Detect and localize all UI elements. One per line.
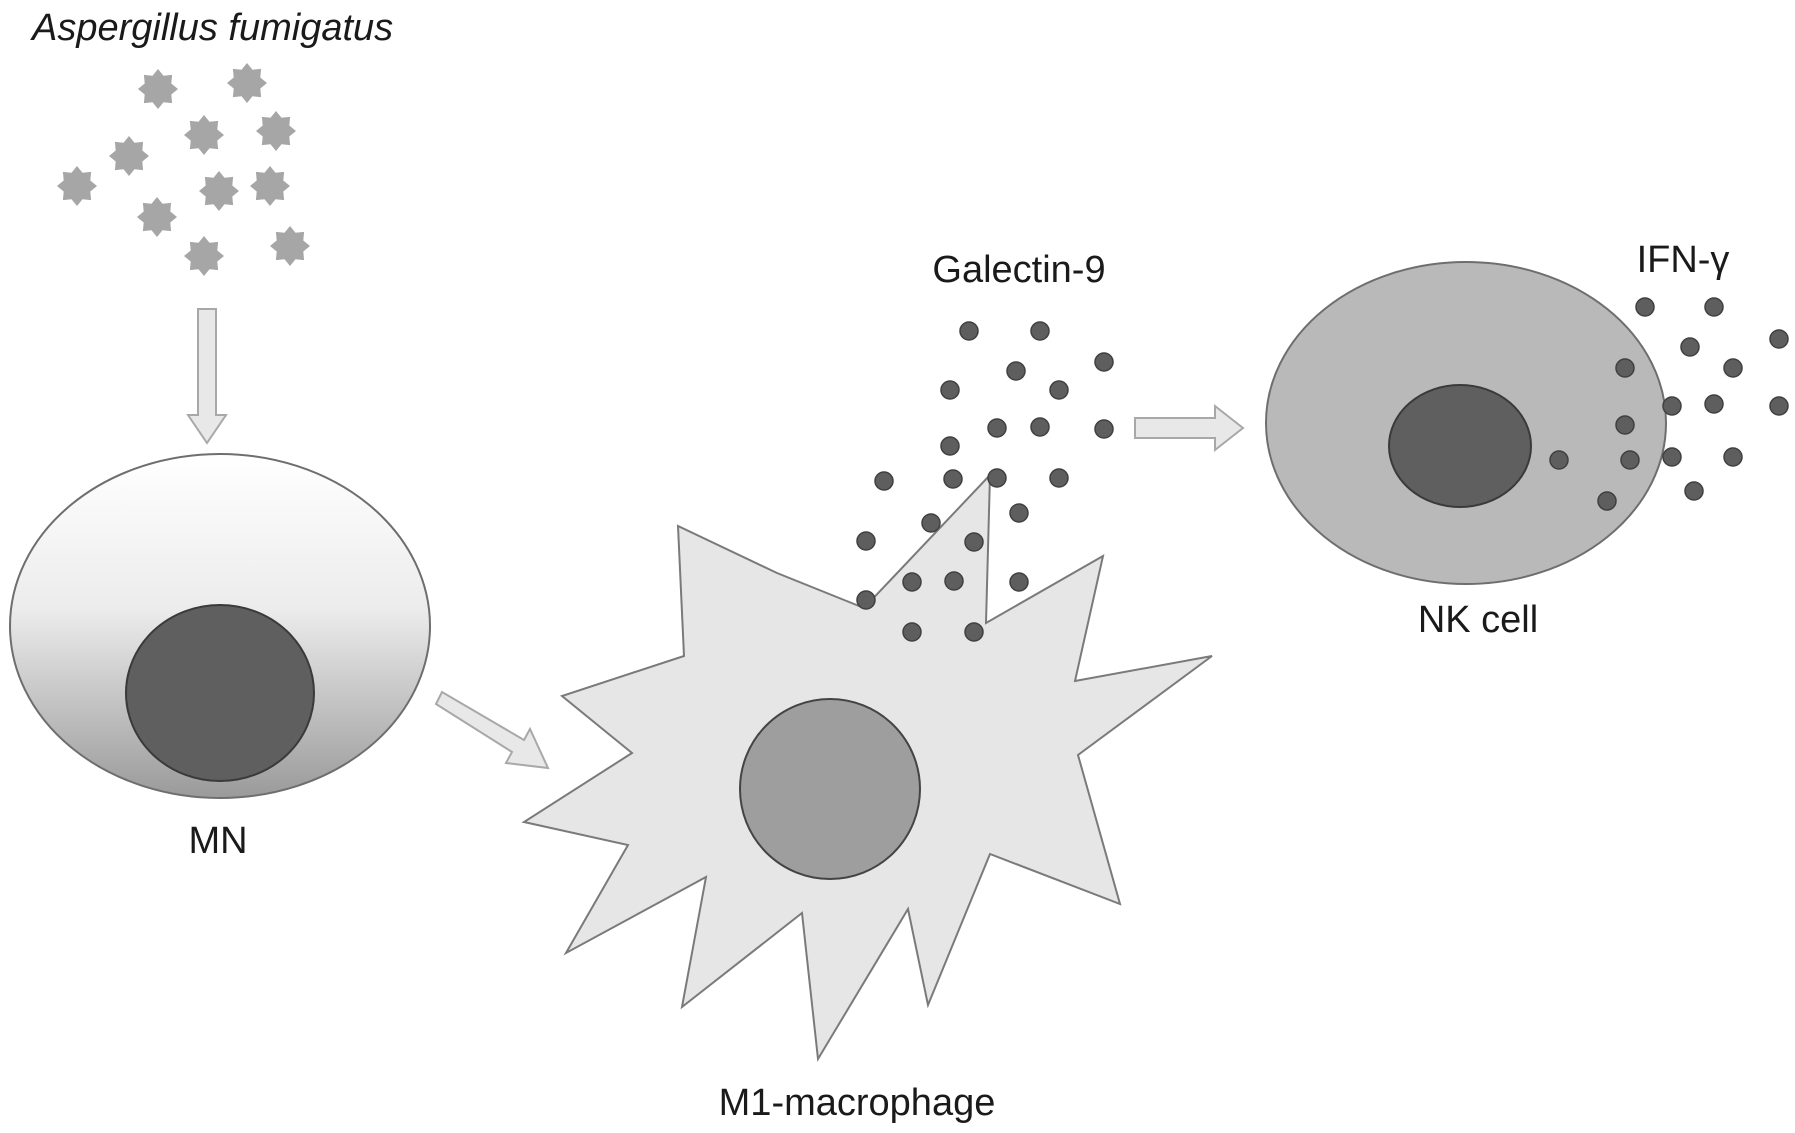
spore-icon xyxy=(256,111,296,151)
galectin-9-molecule xyxy=(964,622,984,642)
ifn-gamma-molecules xyxy=(1549,297,1789,511)
spore-icon xyxy=(184,115,224,155)
nk-nucleus xyxy=(1388,384,1532,508)
m1-macrophage-label: M1-macrophage xyxy=(719,1082,996,1124)
galectin-9-molecule xyxy=(944,571,964,591)
ifn-gamma-molecule xyxy=(1549,450,1569,470)
ifn-gamma-molecule xyxy=(1684,481,1704,501)
galectin-9-molecule xyxy=(987,468,1007,488)
spore-icon xyxy=(250,166,290,206)
nk-cell-label: NK cell xyxy=(1418,599,1538,641)
galectin-9-molecule xyxy=(943,469,963,489)
mn-nucleus xyxy=(125,604,315,782)
ifn-gamma-molecule xyxy=(1615,415,1635,435)
galectin-9-molecule xyxy=(1006,361,1026,381)
ifn-gamma-molecule xyxy=(1704,394,1724,414)
spore-icon xyxy=(109,136,149,176)
galectin-9-molecule xyxy=(1030,321,1050,341)
spore-icon xyxy=(199,171,239,211)
ifn-gamma-molecule xyxy=(1680,337,1700,357)
nk-cell xyxy=(1265,261,1667,585)
spore-icon xyxy=(227,63,267,103)
ifn-gamma-molecule xyxy=(1620,450,1640,470)
galectin-9-molecule xyxy=(921,513,941,533)
mn-cell xyxy=(9,453,431,799)
spore-icon xyxy=(137,197,177,237)
spore-icon xyxy=(270,226,310,266)
ifn-gamma-molecule xyxy=(1704,297,1724,317)
ifn-gamma-molecule xyxy=(1662,447,1682,467)
galectin-9-molecule xyxy=(959,321,979,341)
galectin-9-molecule xyxy=(874,471,894,491)
galectin-9-molecule xyxy=(940,380,960,400)
spore-icon xyxy=(138,69,178,109)
ifn-gamma-molecule xyxy=(1769,396,1789,416)
m1-macrophage-cell xyxy=(521,472,1213,1063)
galectin-9-molecule xyxy=(902,622,922,642)
arrow-down-icon xyxy=(186,308,228,445)
ifn-gamma-molecule xyxy=(1662,396,1682,416)
galectin-9-molecule xyxy=(1094,419,1114,439)
ifn-gamma-molecule xyxy=(1635,297,1655,317)
ifn-gamma-molecule xyxy=(1723,447,1743,467)
fungal-spores-group xyxy=(57,63,310,276)
galectin-9-molecule xyxy=(902,572,922,592)
galectin-9-molecule xyxy=(856,531,876,551)
galectin-9-molecules xyxy=(856,321,1114,642)
ifn-gamma-label: IFN-γ xyxy=(1637,239,1730,281)
spore-icon xyxy=(184,236,224,276)
spore-icon xyxy=(57,166,97,206)
galectin-9-molecule xyxy=(1009,503,1029,523)
galectin-9-molecule xyxy=(1030,417,1050,437)
aspergillus-fumigatus-label: Aspergillus fumigatus xyxy=(30,7,393,49)
galectin-9-molecule xyxy=(1049,468,1069,488)
galectin-9-molecule xyxy=(964,532,984,552)
ifn-gamma-molecule xyxy=(1615,358,1635,378)
ifn-gamma-molecule xyxy=(1723,358,1743,378)
galectin-9-molecule xyxy=(987,418,1007,438)
ifn-gamma-molecule xyxy=(1769,329,1789,349)
ifn-gamma-molecule xyxy=(1597,491,1617,511)
galectin-9-molecule xyxy=(1049,380,1069,400)
galectin-9-molecule xyxy=(856,590,876,610)
galectin-9-label: Galectin-9 xyxy=(932,249,1105,291)
macrophage-nucleus xyxy=(739,698,921,880)
arrow-diagonal-icon xyxy=(434,690,550,770)
galectin-9-molecule xyxy=(1009,572,1029,592)
galectin-9-molecule xyxy=(940,436,960,456)
galectin-9-molecule xyxy=(1094,352,1114,372)
arrow-right-icon xyxy=(1134,403,1245,453)
mn-label: MN xyxy=(188,820,247,862)
